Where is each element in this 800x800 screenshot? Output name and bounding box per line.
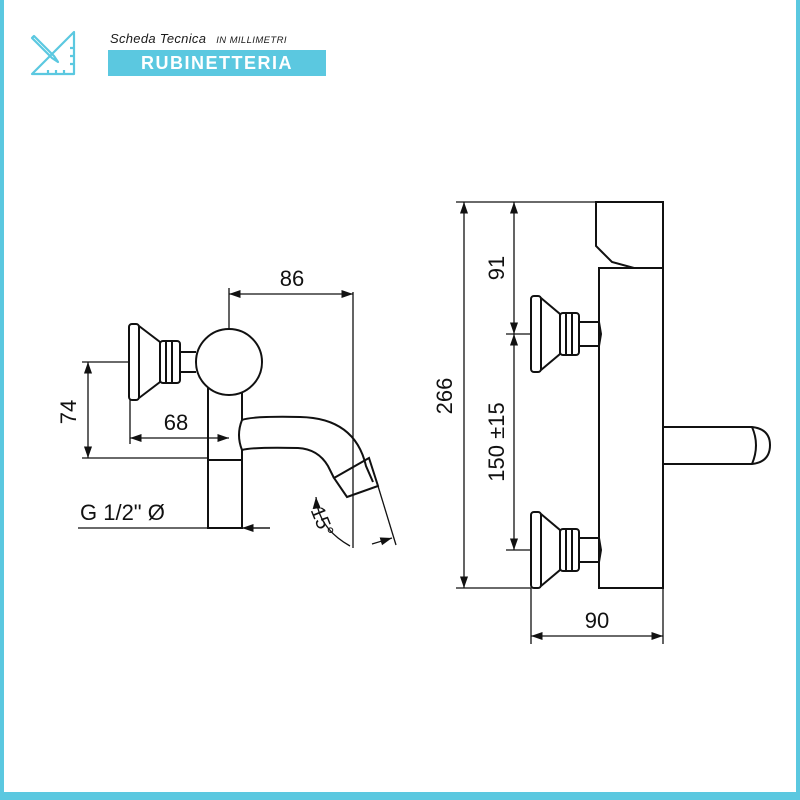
- dim-height-side: 74: [56, 400, 81, 424]
- front-top-block: [595, 201, 664, 269]
- front-view: [530, 201, 772, 589]
- front-lower-handle-cap: [530, 511, 542, 589]
- category-badge: RUBINETTERIA: [108, 50, 326, 76]
- front-lower-handle-collar: [559, 528, 580, 572]
- front-lower-ribs: [565, 529, 573, 571]
- header-subtitle: IN MILLIMETRI: [216, 35, 287, 46]
- front-upper-handle-cone: [540, 297, 561, 371]
- front-dimensions: [456, 201, 664, 644]
- dim-connection: G 1/2" Ø: [80, 500, 165, 525]
- side-wall-connector: [207, 459, 243, 529]
- side-handle-cone: [138, 325, 161, 399]
- front-lower-handle-cone: [540, 513, 561, 587]
- side-spout-top: [241, 415, 374, 483]
- dim-depth: 90: [585, 608, 609, 633]
- dim-top-to-handle: 91: [484, 256, 509, 280]
- header: Scheda Tecnica IN MILLIMETRI RUBINETTERIA: [28, 28, 326, 78]
- front-outlet-pipe: [663, 426, 772, 465]
- side-spout-joint: [238, 419, 243, 451]
- side-riser: [207, 388, 243, 460]
- front-upper-ribs: [565, 313, 573, 355]
- dim-spout-reach: 86: [280, 266, 304, 291]
- dim-handle-offset: 68: [164, 410, 188, 435]
- side-collar-ribs: [165, 341, 173, 383]
- dim-total-height: 266: [432, 378, 457, 415]
- side-handle-collar: [159, 340, 181, 384]
- front-upper-handle-collar: [559, 312, 580, 356]
- dim-handle-spacing: 150 ±15: [484, 402, 509, 481]
- front-main-column: [598, 267, 664, 589]
- side-spout-bottom: [241, 446, 335, 479]
- front-outlet-end: [751, 426, 757, 465]
- ruler-pencil-icon: [30, 30, 76, 76]
- side-neck: [180, 351, 196, 373]
- side-dimensions: [78, 288, 397, 548]
- dim-angle: 15°: [306, 504, 338, 540]
- front-lower-neck: [579, 537, 603, 563]
- header-title: Scheda Tecnica: [110, 31, 207, 46]
- side-handle-cap: [128, 323, 140, 401]
- front-upper-neck: [579, 321, 603, 347]
- side-valve-body: [195, 328, 263, 396]
- title-line: Scheda Tecnica IN MILLIMETRI: [110, 30, 287, 48]
- front-upper-handle-cap: [530, 295, 542, 373]
